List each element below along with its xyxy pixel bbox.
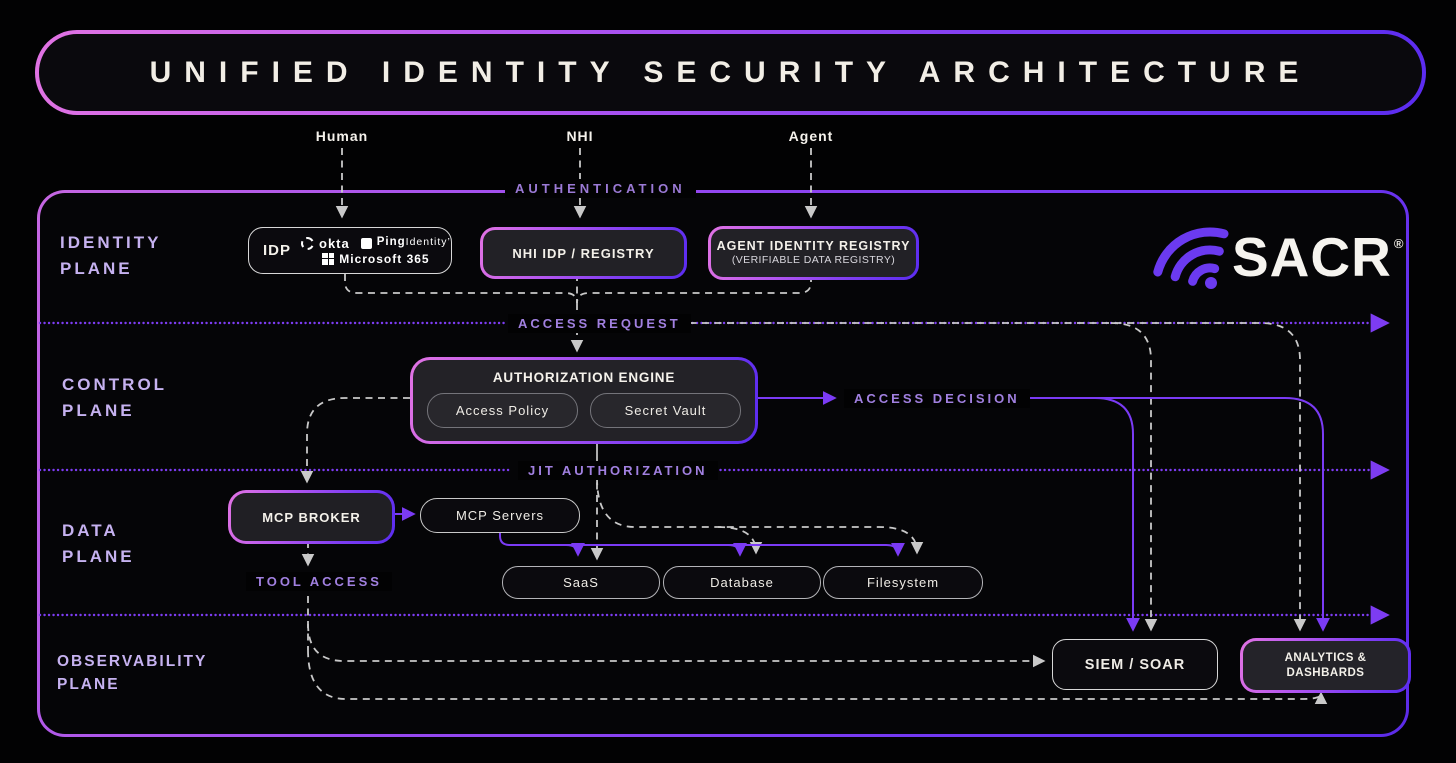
siem-soar-box: SIEM / SOAR <box>1052 639 1218 690</box>
mcp-broker-box: MCP BROKER <box>228 490 395 544</box>
registered-mark: ® <box>1393 236 1405 251</box>
saas-box: SaaS <box>502 566 660 599</box>
sacr-logo-text: SACR® <box>1232 226 1405 288</box>
analytics-dashboards-box: ANALYTICS & DASHBARDS <box>1240 638 1411 693</box>
identity-plane-label: IDENTITY PLANE <box>60 233 162 278</box>
access-request-label: ACCESS REQUEST <box>508 314 691 333</box>
data-plane-label: DATA PLANE <box>62 521 135 566</box>
sacr-logo-icon <box>1153 227 1229 289</box>
actor-agent: Agent <box>788 128 834 144</box>
okta-icon <box>301 236 315 250</box>
nhi-registry-box: NHI IDP / REGISTRY <box>480 227 687 279</box>
authorization-engine-box: AUTHORIZATION ENGINE Access Policy Secre… <box>410 357 758 444</box>
actor-human: Human <box>315 128 369 144</box>
database-box: Database <box>663 566 821 599</box>
observability-plane-label: OBSERVABILITY PLANE <box>57 653 208 694</box>
okta-label: okta <box>319 235 350 251</box>
microsoft-label: Microsoft 365 <box>339 251 430 266</box>
pingidentity-icon <box>360 237 372 249</box>
authentication-label: AUTHENTICATION <box>505 179 696 198</box>
pingidentity-label: PingIdentity’ <box>376 236 451 249</box>
agent-registry-box: AGENT IDENTITY REGISTRY (VERIFIABLE DATA… <box>708 226 919 280</box>
jit-authorization-label: JIT AUTHORIZATION <box>518 461 718 480</box>
idp-label: IDP <box>263 242 292 259</box>
tool-access-label: TOOL ACCESS <box>246 572 392 591</box>
access-policy-box: Access Policy <box>427 393 578 428</box>
filesystem-box: Filesystem <box>823 566 983 599</box>
access-decision-label: ACCESS DECISION <box>844 389 1030 408</box>
page-title: UNIFIED IDENTITY SECURITY ARCHITECTURE <box>149 55 1312 89</box>
microsoft-icon <box>322 252 335 265</box>
idp-box: IDP okta PingIdentity’ Microsoft 365 <box>248 227 452 274</box>
idp-providers: okta PingIdentity’ Microsoft 365 <box>301 235 451 266</box>
secret-vault-box: Secret Vault <box>590 393 741 428</box>
actor-nhi: NHI <box>566 128 594 144</box>
title-banner: UNIFIED IDENTITY SECURITY ARCHITECTURE <box>35 30 1426 115</box>
mcp-servers-box: MCP Servers <box>420 498 580 533</box>
control-plane-label: CONTROL PLANE <box>62 375 168 420</box>
engine-title: AUTHORIZATION ENGINE <box>492 370 676 385</box>
